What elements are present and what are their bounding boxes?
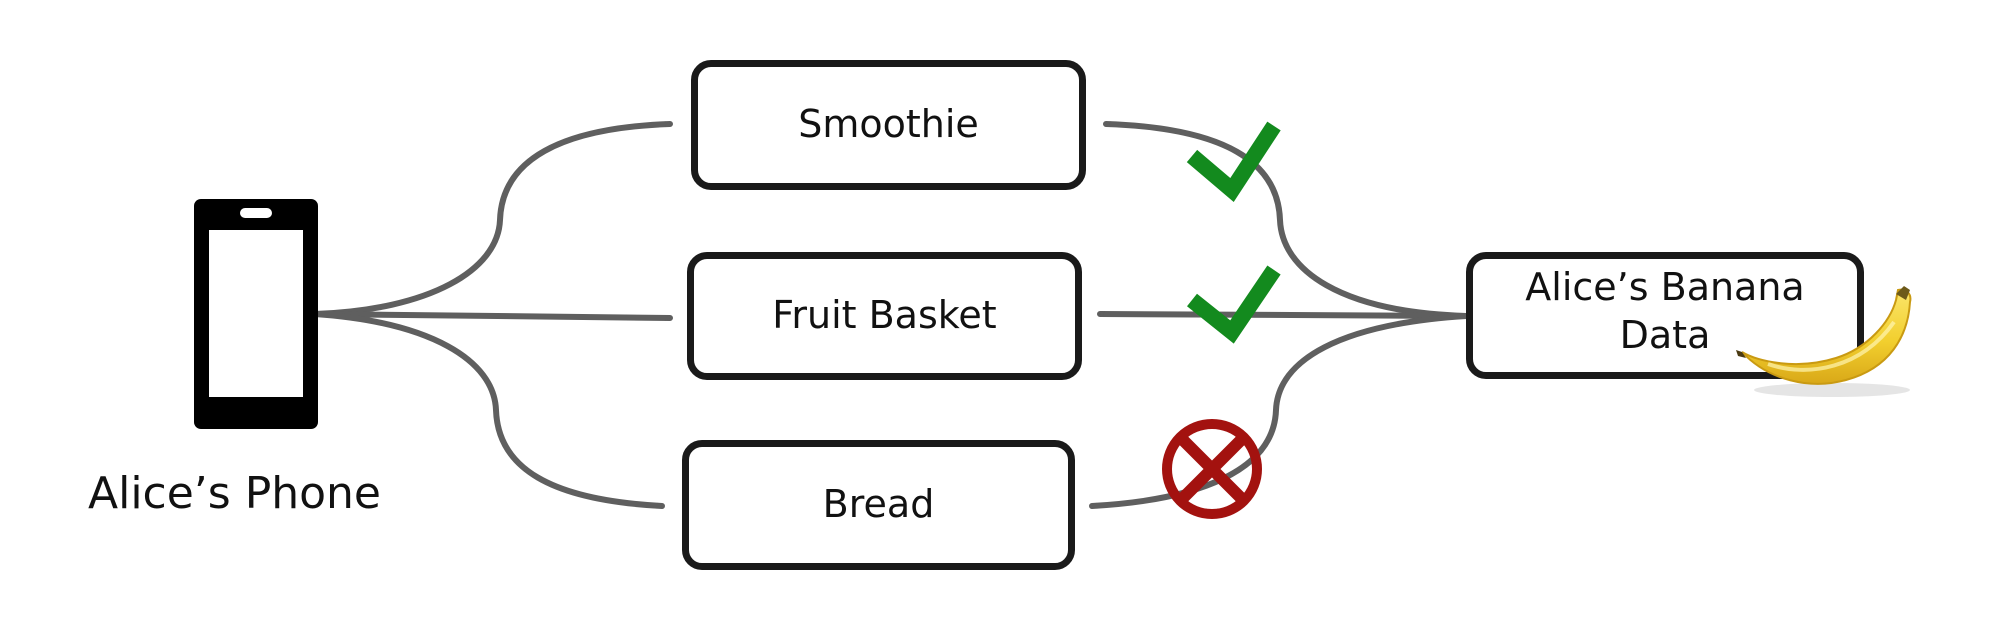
phone-edges [312,121,673,509]
edge-data-bread [1089,313,1469,509]
edge-data-smoothie [1103,121,1469,319]
fruit-basket-box: Fruit Basket [687,252,1082,380]
fruit-basket-label: Fruit Basket [772,293,997,338]
banana-data-label: Alice’s Banana Data [1525,265,1805,357]
edge-phone-bread [312,311,665,509]
phone-label: Alice’s Phone [88,468,382,519]
data-edges [1089,121,1469,509]
edge-phone-fruit-basket [312,311,673,321]
bread-box: Bread [682,440,1075,570]
edge-phone-smoothie [312,121,673,317]
check-icon [1187,265,1281,344]
smoothie-box: Smoothie [691,60,1086,190]
banana-data-box: Alice’s Banana Data [1466,252,1864,379]
smoothie-label: Smoothie [798,102,979,147]
phone-icon [194,199,318,429]
edge-data-fruit-basket [1097,311,1469,319]
bread-label: Bread [822,482,935,527]
denied-icon [1162,419,1262,519]
check-icon [1186,121,1281,202]
banana-icon [1736,286,1912,397]
